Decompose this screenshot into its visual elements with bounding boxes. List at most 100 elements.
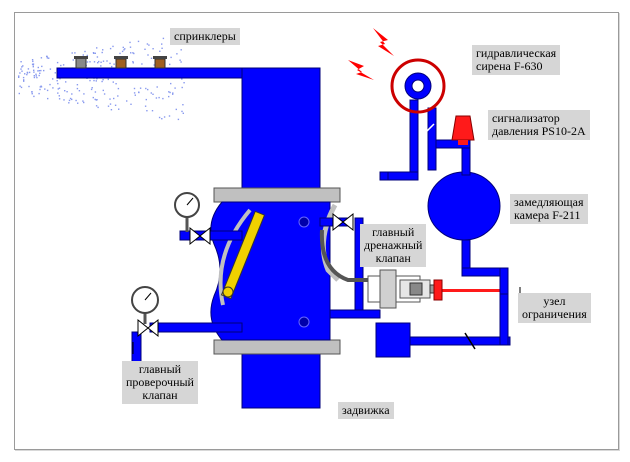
valve-icon bbox=[332, 212, 354, 232]
spray-droplet bbox=[63, 99, 65, 101]
spray-droplet bbox=[46, 55, 48, 58]
spray-droplet bbox=[119, 52, 121, 55]
spray-droplet bbox=[24, 73, 26, 75]
spray-droplet bbox=[150, 92, 152, 94]
spray-droplet bbox=[71, 52, 73, 54]
spray-droplet bbox=[59, 78, 61, 80]
spray-droplet bbox=[152, 48, 154, 50]
spray-droplet bbox=[20, 68, 22, 70]
spray-droplet bbox=[118, 108, 120, 110]
siren-icon bbox=[390, 58, 446, 114]
spray-droplet bbox=[113, 63, 115, 65]
spray-droplet bbox=[86, 61, 89, 63]
spray-droplet bbox=[19, 85, 21, 87]
spray-droplet bbox=[46, 89, 49, 92]
drain-return bbox=[319, 229, 368, 282]
spray-droplet bbox=[39, 72, 41, 74]
spray-droplet bbox=[58, 98, 61, 100]
spray-droplet bbox=[158, 116, 161, 119]
spray-droplet bbox=[138, 91, 140, 93]
spray-droplet bbox=[117, 95, 119, 97]
spray-droplet bbox=[86, 54, 88, 57]
spray-droplet bbox=[170, 82, 172, 85]
spray-droplet bbox=[109, 103, 112, 105]
spray-droplet bbox=[57, 92, 59, 94]
spray-droplet bbox=[121, 50, 124, 53]
spray-droplet bbox=[112, 45, 114, 48]
spray-droplet bbox=[58, 87, 61, 89]
spray-droplet bbox=[130, 52, 132, 54]
spray-droplet bbox=[94, 91, 97, 93]
spray-droplet bbox=[71, 98, 73, 101]
spray-droplet bbox=[101, 51, 103, 54]
spray-droplet bbox=[57, 82, 59, 85]
spray-droplet bbox=[38, 70, 41, 72]
spray-droplet bbox=[40, 85, 42, 87]
spray-droplet bbox=[26, 73, 28, 76]
spray-droplet bbox=[115, 83, 117, 85]
spray-droplet bbox=[176, 53, 178, 55]
spray-droplet bbox=[145, 87, 147, 90]
spray-droplet bbox=[33, 69, 35, 71]
spray-droplet bbox=[95, 80, 97, 82]
spray-droplet bbox=[82, 54, 84, 56]
spray-droplet bbox=[69, 97, 72, 100]
spray-droplet bbox=[124, 48, 126, 50]
siren-feed-right bbox=[427, 107, 437, 171]
spray-droplet bbox=[83, 93, 85, 95]
spray-droplet bbox=[23, 79, 25, 81]
spray-droplet bbox=[31, 93, 33, 95]
spray-droplet bbox=[18, 92, 20, 95]
spray-droplet bbox=[137, 40, 140, 43]
spray-droplet bbox=[102, 89, 104, 92]
spray-droplet bbox=[107, 105, 110, 107]
spray-droplet bbox=[93, 61, 96, 63]
spray-droplet bbox=[27, 68, 30, 70]
spray-droplet bbox=[175, 108, 177, 111]
spray-droplet bbox=[39, 88, 41, 91]
spray-droplet bbox=[97, 106, 99, 109]
spray-droplet bbox=[162, 37, 165, 40]
spray-droplet bbox=[126, 100, 128, 102]
spray-droplet bbox=[103, 93, 106, 95]
spray-droplet bbox=[102, 79, 104, 81]
spray-droplet bbox=[172, 92, 174, 94]
spray-droplet bbox=[174, 87, 176, 89]
sprinkler-head-icon bbox=[114, 56, 128, 69]
chamber-outlet-down bbox=[499, 267, 509, 295]
pressure-switch-icon bbox=[451, 115, 475, 145]
alarm-trim-line bbox=[440, 289, 500, 292]
spray-droplet bbox=[102, 60, 105, 62]
spray-droplet bbox=[96, 99, 98, 101]
restriction-drain-pipe bbox=[409, 336, 511, 346]
spray-droplet bbox=[18, 75, 20, 77]
spray-droplet bbox=[109, 98, 111, 100]
spray-droplet bbox=[144, 48, 146, 50]
spray-droplet bbox=[153, 64, 155, 66]
spray-droplet bbox=[180, 61, 182, 63]
spray-droplet bbox=[147, 54, 149, 56]
spray-droplet bbox=[76, 84, 79, 86]
spray-droplet bbox=[40, 57, 43, 59]
spray-droplet bbox=[101, 80, 103, 83]
spray-droplet bbox=[40, 69, 42, 72]
spray-droplet bbox=[43, 69, 45, 72]
spray-droplet bbox=[147, 88, 149, 91]
spray-droplet bbox=[57, 88, 59, 90]
spray-droplet bbox=[89, 79, 91, 82]
spray-droplet bbox=[76, 87, 79, 90]
restriction-orifice bbox=[379, 269, 397, 309]
spray-droplet bbox=[39, 86, 41, 88]
spray-droplet bbox=[114, 104, 117, 106]
spray-droplet bbox=[71, 93, 73, 95]
spray-droplet bbox=[100, 61, 102, 63]
sprinkler-head-icon bbox=[153, 56, 167, 69]
spray-droplet bbox=[144, 105, 147, 107]
spray-droplet bbox=[132, 62, 134, 64]
spray-droplet bbox=[134, 94, 136, 96]
spray-droplet bbox=[56, 80, 58, 82]
check-valve-icon bbox=[464, 332, 476, 350]
